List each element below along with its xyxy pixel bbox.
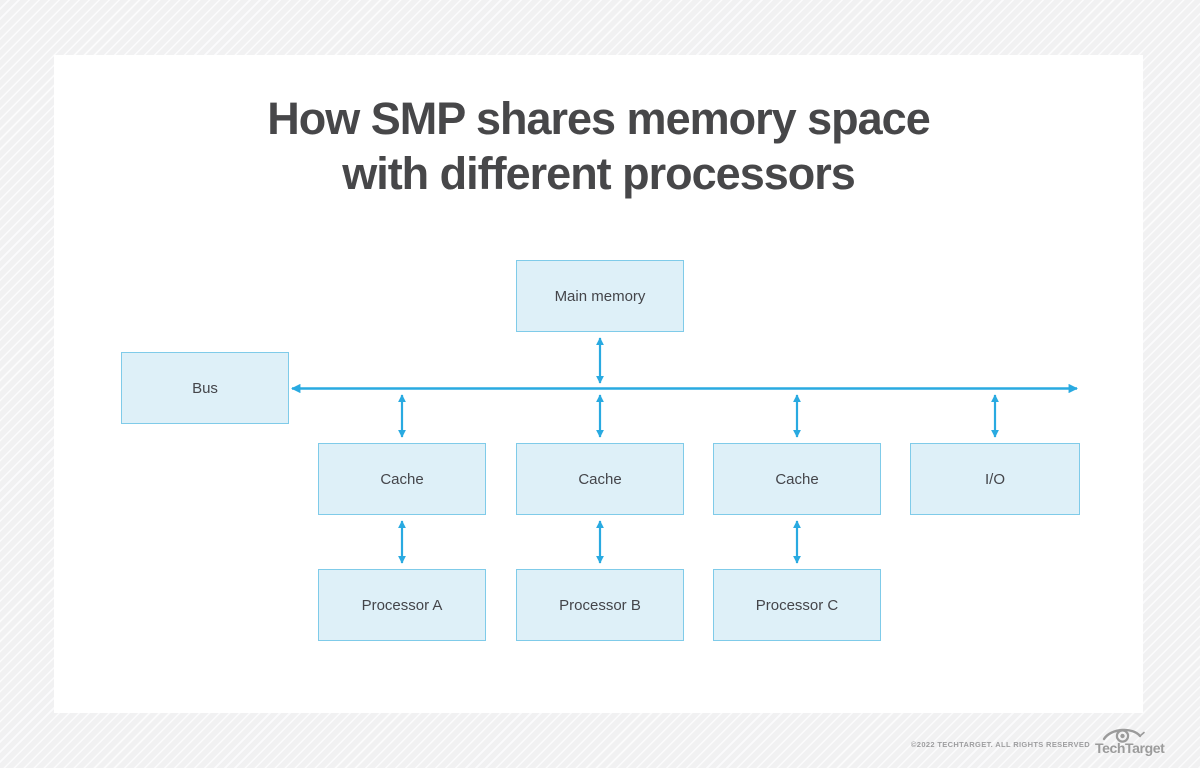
techtarget-eye-icon: [1102, 728, 1145, 743]
node-cache-a-label: Cache: [380, 470, 424, 488]
node-cache-b-label: Cache: [578, 470, 622, 488]
node-processor-a: Processor A: [318, 569, 486, 641]
connector-arrows: [291, 337, 1078, 564]
title-line-1: How SMP shares memory space: [267, 93, 930, 144]
infographic-card: How SMP shares memory space with differe…: [54, 55, 1143, 713]
node-cache-c: Cache: [713, 443, 881, 515]
techtarget-wordmark: TechTarget: [1095, 740, 1165, 756]
node-main-memory-label: Main memory: [554, 287, 646, 305]
node-main-memory: Main memory: [516, 260, 684, 332]
node-processor-b: Processor B: [516, 569, 684, 641]
node-io-label: I/O: [984, 470, 1005, 488]
diagram-title: How SMP shares memory space with differe…: [54, 91, 1143, 201]
node-cache-a: Cache: [318, 443, 486, 515]
node-bus-label: Bus: [192, 379, 218, 397]
smp-diagram: Main memory Bus Cache Cache Cache I/O Pr…: [54, 55, 1143, 713]
node-processor-c: Processor C: [713, 569, 881, 641]
node-cache-c-label: Cache: [775, 470, 819, 488]
node-bus: Bus: [121, 352, 289, 424]
techtarget-logo: TechTarget: [1095, 725, 1165, 756]
node-processor-c-label: Processor C: [755, 596, 839, 614]
node-cache-b: Cache: [516, 443, 684, 515]
node-processor-b-label: Processor B: [559, 596, 641, 614]
node-processor-a-label: Processor A: [361, 596, 443, 614]
title-line-2: with different processors: [342, 148, 856, 199]
copyright-text: ©2022 TECHTARGET. ALL RIGHTS RESERVED: [910, 740, 1090, 749]
node-io: I/O: [910, 443, 1080, 515]
